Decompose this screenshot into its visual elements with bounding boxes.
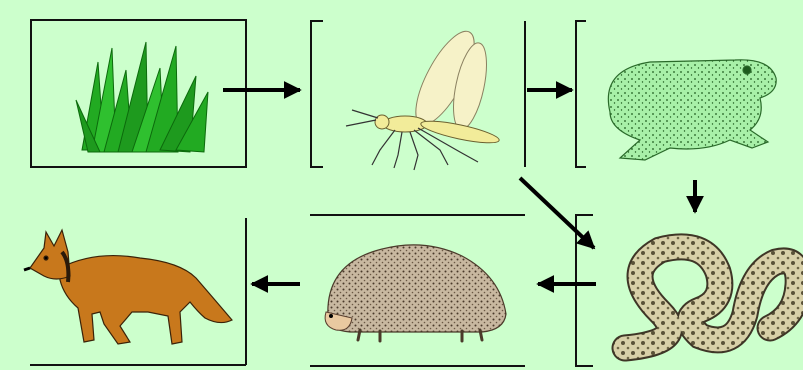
mosquito-icon [346, 24, 501, 170]
snake-icon [625, 247, 798, 348]
toad-panel [576, 21, 586, 167]
mosquito-panel [311, 21, 525, 167]
toad-icon [608, 60, 776, 160]
hedgehog-icon [325, 245, 506, 341]
fox-icon [24, 230, 232, 344]
grass-icon [76, 42, 208, 152]
arrow-mosquito-to-snake [520, 178, 594, 248]
